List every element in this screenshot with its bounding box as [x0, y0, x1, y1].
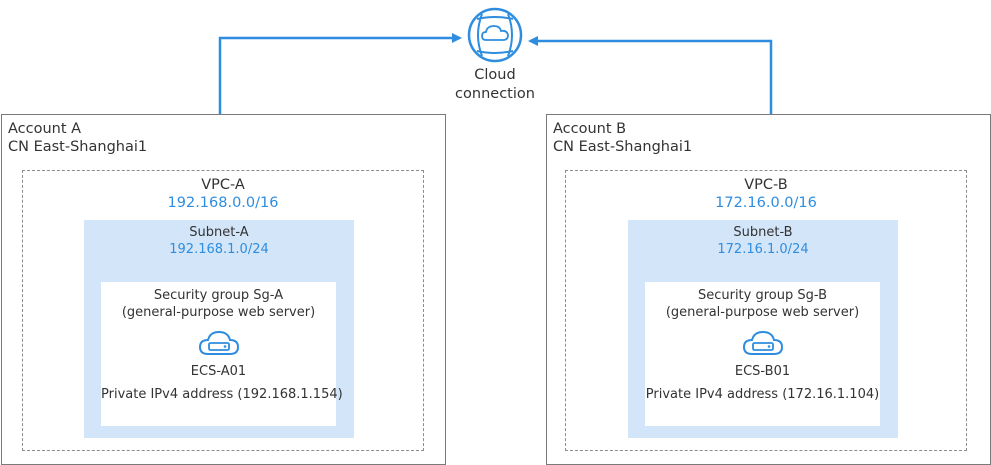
subnet-a-name: Subnet-A — [189, 225, 249, 240]
cloud-connection-icon — [467, 7, 523, 63]
subnet-b-box[interactable]: Subnet-B 172.16.1.0/24 Security group Sg… — [628, 220, 898, 438]
subnet-b-cidr: 172.16.1.0/24 — [717, 242, 809, 257]
subnet-a-cidr: 192.168.1.0/24 — [169, 242, 269, 257]
account-a-box: Account A CN East-Shanghai1 VPC-A 192.16… — [1, 114, 446, 465]
account-a-name: Account A — [8, 121, 82, 137]
security-group-a-desc: (general-purpose web server) — [121, 305, 316, 320]
security-group-b-box[interactable]: Security group Sg-B (general-purpose web… — [645, 282, 880, 426]
security-group-b-title: Security group Sg-B — [697, 288, 828, 303]
ecs-a01-address: Private IPv4 address (192.168.1.154) — [101, 387, 343, 402]
ecs-b01-node[interactable] — [740, 328, 786, 360]
subnet-a-box[interactable]: Subnet-A 192.168.1.0/24 Security group S… — [84, 220, 354, 438]
account-b-box: Account B CN East-Shanghai1 VPC-B 172.16… — [546, 114, 991, 465]
ecs-b01-address: Private IPv4 address (172.16.1.104) — [645, 387, 880, 402]
ecs-b01-name: ECS-B01 — [734, 364, 791, 379]
vpc-b-box[interactable]: VPC-B 172.16.0.0/16 Subnet-B 172.16.1.0/… — [565, 170, 967, 451]
account-b-region: CN East-Shanghai1 — [553, 139, 693, 155]
vpc-b-name: VPC-B — [744, 177, 788, 193]
security-group-b-desc: (general-purpose web server) — [665, 305, 860, 320]
cloud-connection-node[interactable] — [466, 6, 524, 64]
vpc-a-name: VPC-A — [201, 177, 245, 193]
account-b-name: Account B — [553, 121, 627, 137]
security-group-a-box[interactable]: Security group Sg-A (general-purpose web… — [101, 282, 343, 426]
vpc-a-cidr: 192.168.0.0/16 — [167, 195, 279, 211]
security-group-a-title: Security group Sg-A — [153, 288, 284, 303]
subnet-b-name: Subnet-B — [733, 225, 793, 240]
vpc-b-cidr: 172.16.0.0/16 — [715, 195, 817, 211]
ecs-a01-node[interactable] — [196, 328, 242, 360]
ecs-a01-name: ECS-A01 — [190, 364, 247, 379]
cloud-connection-label: Cloud connection — [455, 67, 535, 102]
vpc-a-box[interactable]: VPC-A 192.168.0.0/16 Subnet-A 192.168.1.… — [22, 170, 424, 451]
ecs-server-icon — [742, 330, 784, 355]
account-a-region: CN East-Shanghai1 — [8, 139, 148, 155]
ecs-server-icon — [198, 330, 240, 355]
